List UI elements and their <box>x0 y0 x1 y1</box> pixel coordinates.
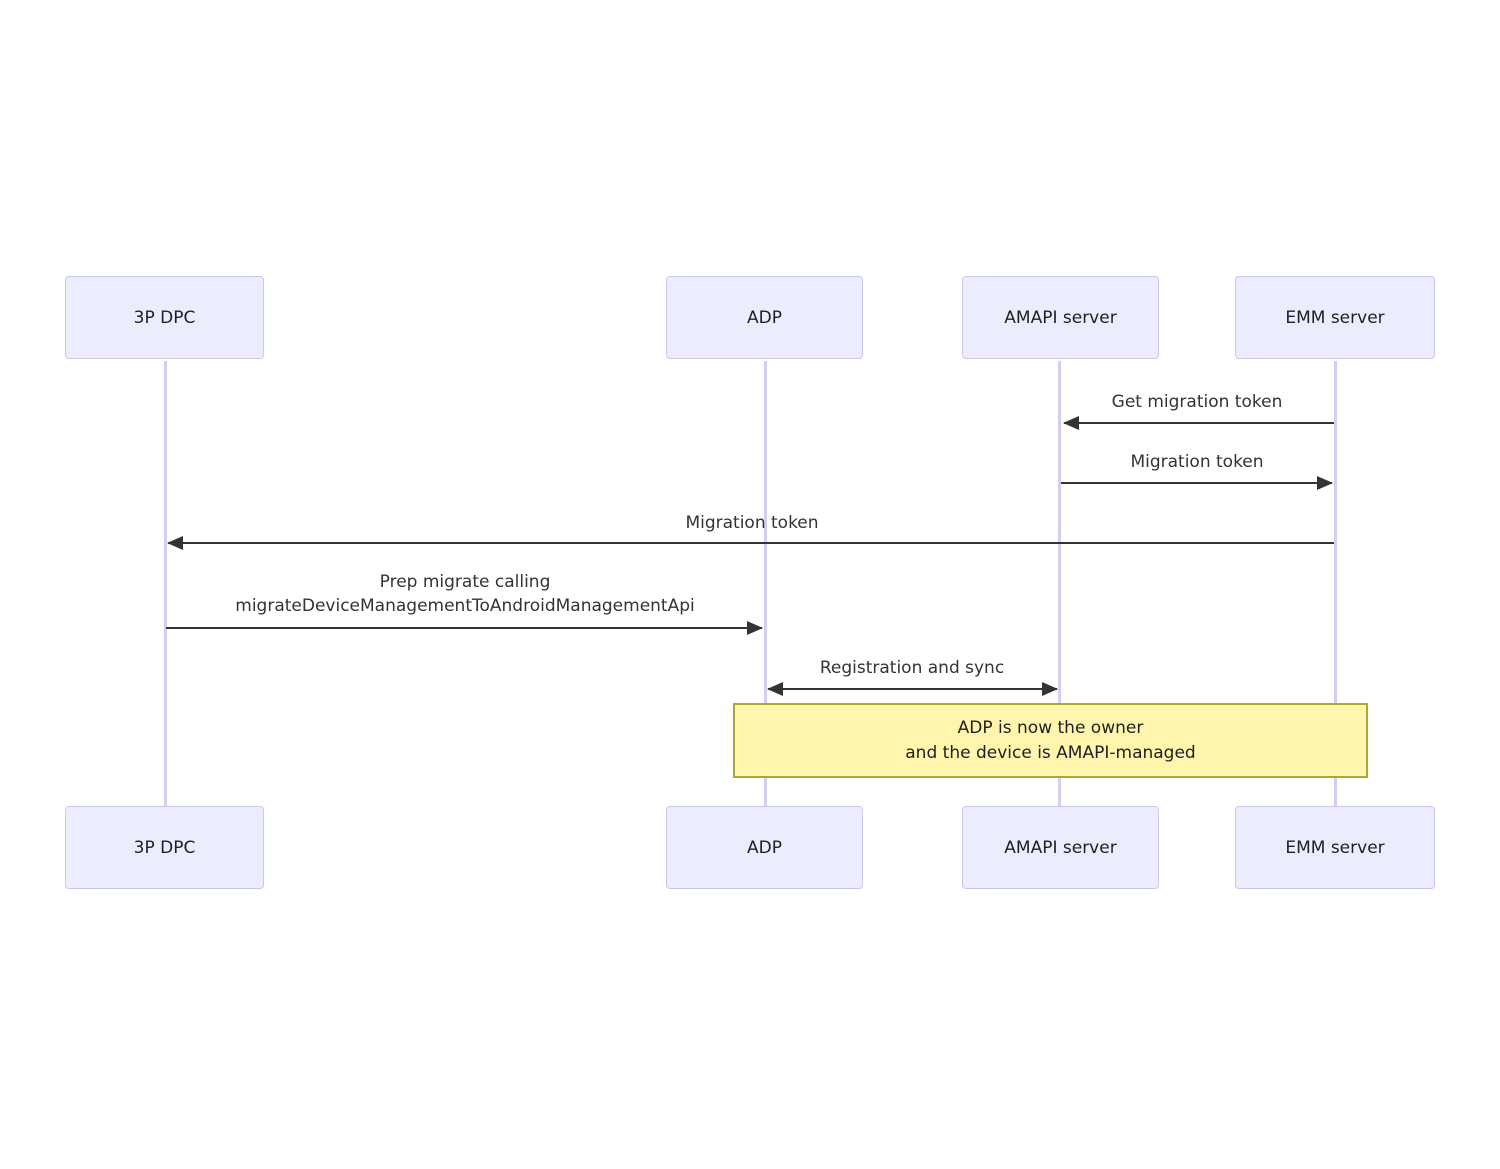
actor-label: EMM server <box>1285 307 1385 328</box>
arrow-line <box>768 688 1057 690</box>
actor-label: 3P DPC <box>133 837 196 858</box>
arrowhead-right-icon <box>1317 476 1333 490</box>
lifeline-emm-server <box>1334 361 1337 807</box>
lifeline-amapi-server <box>1058 361 1061 807</box>
actor-amapi-server-top: AMAPI server <box>962 276 1159 359</box>
message-arrow-registration-sync <box>767 682 1058 696</box>
lifeline-adp <box>764 361 767 807</box>
actor-3p-dpc-top: 3P DPC <box>65 276 264 359</box>
actor-label: 3P DPC <box>133 307 196 328</box>
message-arrow-migration-token-2 <box>167 536 1335 550</box>
note-box: ADP is now the owner and the device is A… <box>733 703 1368 778</box>
arrowhead-left-icon <box>167 536 183 550</box>
arrow-line <box>1061 482 1332 484</box>
actor-emm-server-top: EMM server <box>1235 276 1435 359</box>
arrow-line <box>1064 422 1334 424</box>
arrowhead-left-icon <box>1063 416 1079 430</box>
arrowhead-right-icon <box>1042 682 1058 696</box>
actor-label: AMAPI server <box>1004 307 1117 328</box>
message-arrow-get-migration-token <box>1063 416 1335 430</box>
arrowhead-left-icon <box>767 682 783 696</box>
arrowhead-right-icon <box>747 621 763 635</box>
message-label-line: Prep migrate calling <box>379 572 551 592</box>
message-label-get-migration-token: Get migration token <box>1111 392 1283 412</box>
message-label-prep-migrate: Prep migrate calling migrateDeviceManage… <box>235 570 694 618</box>
arrow-line <box>168 542 1334 544</box>
message-label-line: migrateDeviceManagementToAndroidManageme… <box>235 596 695 616</box>
arrow-line <box>166 627 762 629</box>
actor-adp-bottom: ADP <box>666 806 863 889</box>
message-label-migration-token-1: Migration token <box>1130 452 1264 472</box>
actor-label: AMAPI server <box>1004 837 1117 858</box>
message-label-registration-sync: Registration and sync <box>819 658 1005 678</box>
note-line: and the device is AMAPI-managed <box>905 742 1196 763</box>
actor-amapi-server-bottom: AMAPI server <box>962 806 1159 889</box>
actor-label: EMM server <box>1285 837 1385 858</box>
message-arrow-prep-migrate <box>165 621 763 635</box>
actor-3p-dpc-bottom: 3P DPC <box>65 806 264 889</box>
message-label-migration-token-2: Migration token <box>685 513 819 533</box>
actor-adp-top: ADP <box>666 276 863 359</box>
actor-label: ADP <box>747 307 782 328</box>
actor-emm-server-bottom: EMM server <box>1235 806 1435 889</box>
message-arrow-migration-token-1 <box>1060 476 1333 490</box>
actor-label: ADP <box>747 837 782 858</box>
lifeline-3p-dpc <box>164 361 167 807</box>
note-line: ADP is now the owner <box>957 717 1144 738</box>
